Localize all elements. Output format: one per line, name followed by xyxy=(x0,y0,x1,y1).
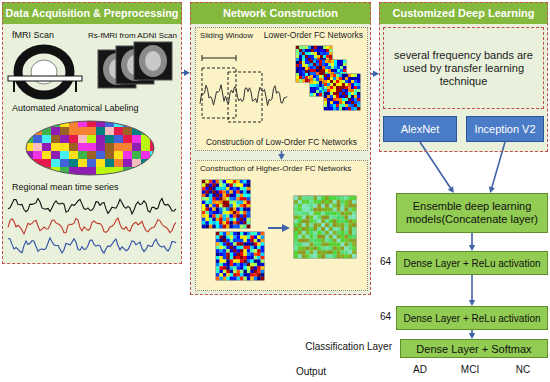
fc-matrix xyxy=(294,196,356,258)
note-box: several frequency bands are used by tran… xyxy=(383,27,544,109)
box-label: several frequency bands are used by tran… xyxy=(390,49,537,88)
fc-matrix xyxy=(202,180,250,228)
region-caption: Construction of Higher-Order FC Networks xyxy=(200,163,363,174)
fc-matrix xyxy=(310,60,346,96)
atlas-brain xyxy=(24,119,159,183)
atlas-outline xyxy=(26,121,154,175)
flow-arrow xyxy=(469,330,475,339)
flow-arrow xyxy=(489,142,505,193)
panel-header-band xyxy=(379,2,548,24)
box-label: Dense Layer + ReLu activation xyxy=(403,313,540,324)
cnn-model-box: Inception V2 xyxy=(466,116,544,142)
flow-arrow xyxy=(278,151,284,160)
arrow-line xyxy=(182,72,185,74)
panel-fill xyxy=(2,2,182,264)
label-holder: Automated Anatomical Labeling xyxy=(12,103,139,113)
layer-box: Dense Layer + Softmax xyxy=(400,339,548,358)
mri-scanner xyxy=(8,49,82,95)
box-label: Dense Layer + Softmax xyxy=(416,343,531,355)
box-label: Dense Layer + ReLu activation xyxy=(403,258,540,269)
panel-fill xyxy=(379,2,548,152)
time-series xyxy=(8,218,176,234)
box-label: Inception V2 xyxy=(474,123,535,135)
panel-heading: Network Construction xyxy=(191,3,370,24)
arrow-line xyxy=(471,233,473,246)
window-bracket xyxy=(236,55,237,61)
time-series xyxy=(8,199,176,214)
cnn-model-box: AlexNet xyxy=(383,116,457,142)
region-caption: Construction of Low-Order FC Networks xyxy=(200,137,363,148)
region-fill xyxy=(195,27,368,151)
arrow-line xyxy=(471,275,473,301)
region-text: Lower-Order FC Networks xyxy=(264,30,363,41)
window-frame xyxy=(202,68,236,118)
unit-count: 64 xyxy=(380,311,391,322)
layer-caption: Classification Layer xyxy=(280,341,392,352)
layer-box: Dense Layer + ReLu activation xyxy=(396,306,548,330)
output-class: MCI xyxy=(452,364,488,375)
output-caption: Output xyxy=(296,366,326,377)
label-holder: fMRI Scan xyxy=(12,30,54,40)
figure-label: Automated Anatomical Labeling xyxy=(12,103,139,113)
figure-label: Regional mean time series xyxy=(12,182,119,192)
label-holder: Regional mean time series xyxy=(12,182,119,192)
panel-heading: Customized Deep Learning xyxy=(380,3,547,24)
ensemble-box: Ensemble deep learning models(Concatenat… xyxy=(396,193,548,233)
output-class: NC xyxy=(508,364,538,375)
unit-count: 64 xyxy=(380,256,391,267)
figure-label: fMRI Scan xyxy=(12,30,54,40)
label-holder: AD xyxy=(405,364,435,375)
arrow-line xyxy=(281,151,283,155)
label-holder: Rs-fMRI from ADNI Scan xyxy=(88,31,177,40)
stage-panel: Data Acquisition & Preprocessing xyxy=(2,2,182,264)
stage-panel: Customized Deep Learning several frequenc… xyxy=(379,2,548,152)
output-class: AD xyxy=(405,364,435,375)
stage-panel: Network ConstructionSliding Window Lower-… xyxy=(190,2,371,295)
box-label: Ensemble deep learning models(Concatenat… xyxy=(401,200,543,226)
label-holder: MCI xyxy=(452,364,488,375)
region-text: Sliding Window xyxy=(200,30,253,41)
panel-header-band xyxy=(2,2,182,24)
figure-label: Rs-fMRI from ADNI Scan xyxy=(88,31,177,40)
text-row: Sliding Window Lower-Order FC Networks xyxy=(200,30,363,41)
panel-heading: Data Acquisition & Preprocessing xyxy=(3,3,181,24)
fc-matrix xyxy=(324,74,360,110)
window-frame xyxy=(228,72,262,122)
higher-order-arrow xyxy=(268,224,290,232)
flow-arrow xyxy=(420,142,454,193)
label-holder: 64 xyxy=(380,256,391,267)
label-holder: NC xyxy=(508,364,538,375)
time-series xyxy=(8,238,176,253)
flow-arrow xyxy=(469,275,475,306)
box-label: AlexNet xyxy=(401,123,440,135)
arrow-line xyxy=(371,73,374,75)
brain-slices xyxy=(98,42,172,88)
panel-fill xyxy=(190,2,371,295)
fc-matrix xyxy=(216,232,264,280)
flow-arrow xyxy=(469,233,475,251)
panel-header-band xyxy=(190,2,371,24)
low-order-region: Sliding Window Lower-Order FC NetworksCon… xyxy=(195,27,368,151)
arrow-line xyxy=(420,142,451,189)
label-holder: Classification Layer xyxy=(280,341,392,352)
arrow-line xyxy=(471,330,473,334)
layer-box: Dense Layer + ReLu activation xyxy=(396,251,548,275)
window-bracket xyxy=(202,58,236,59)
window-bracket xyxy=(202,55,203,61)
flow-arrow xyxy=(182,70,190,76)
arrow-line xyxy=(492,142,505,188)
bold-signal xyxy=(200,85,287,106)
fc-matrix xyxy=(296,46,332,82)
flow-arrow xyxy=(371,71,379,77)
label-holder: 64 xyxy=(380,311,391,322)
generated-figures xyxy=(8,46,360,280)
label-holder: Output xyxy=(296,366,326,377)
higher-order-region: Construction of Higher-Order FC Networks xyxy=(195,160,368,291)
region-fill xyxy=(195,160,368,291)
